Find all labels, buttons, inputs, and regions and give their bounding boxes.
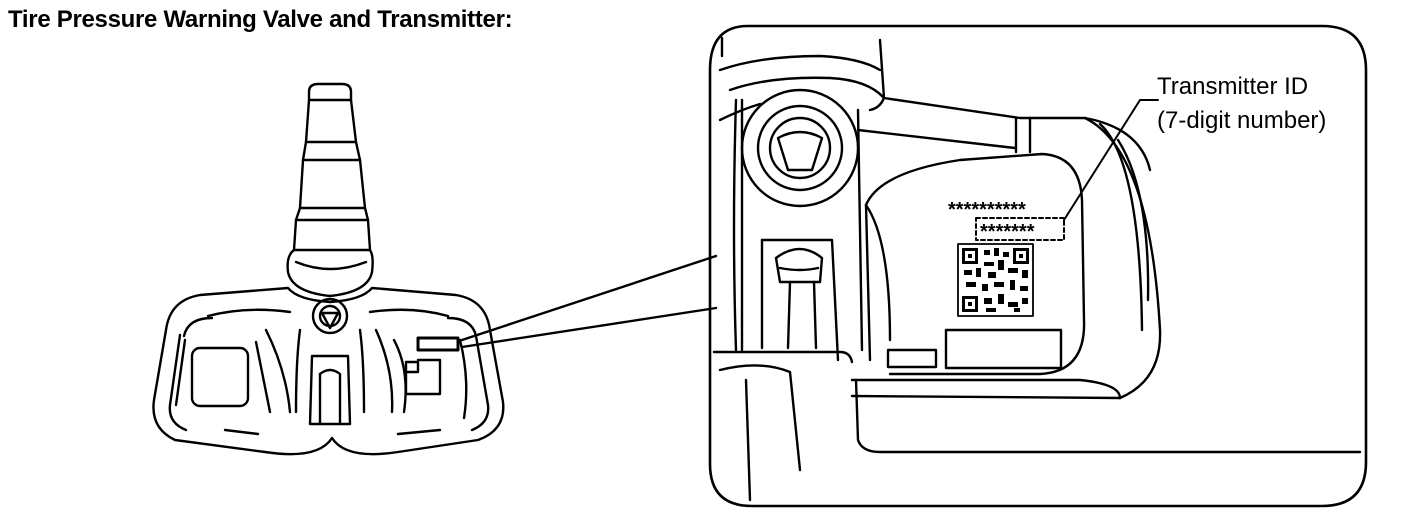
qr-code	[957, 243, 1034, 317]
zoom-leader-lines	[460, 254, 718, 349]
valve-transmitter-illustration	[152, 82, 505, 456]
callout-leader	[1063, 99, 1159, 221]
transmitter-body	[152, 286, 505, 456]
detail-frame	[708, 24, 1368, 508]
diagram-title: Tire Pressure Warning Valve and Transmit…	[8, 6, 513, 33]
valve-stem	[286, 82, 374, 298]
detail-view	[708, 24, 1368, 508]
callout-digit-count: (7-digit number)	[1157, 107, 1327, 134]
label-row-2: *******	[980, 221, 1035, 243]
transmitter-id-highlight	[975, 217, 1065, 241]
qr-modules	[962, 248, 1029, 312]
label-row-1: **********	[948, 199, 1026, 221]
callout-transmitter-id: Transmitter ID	[1157, 73, 1309, 100]
